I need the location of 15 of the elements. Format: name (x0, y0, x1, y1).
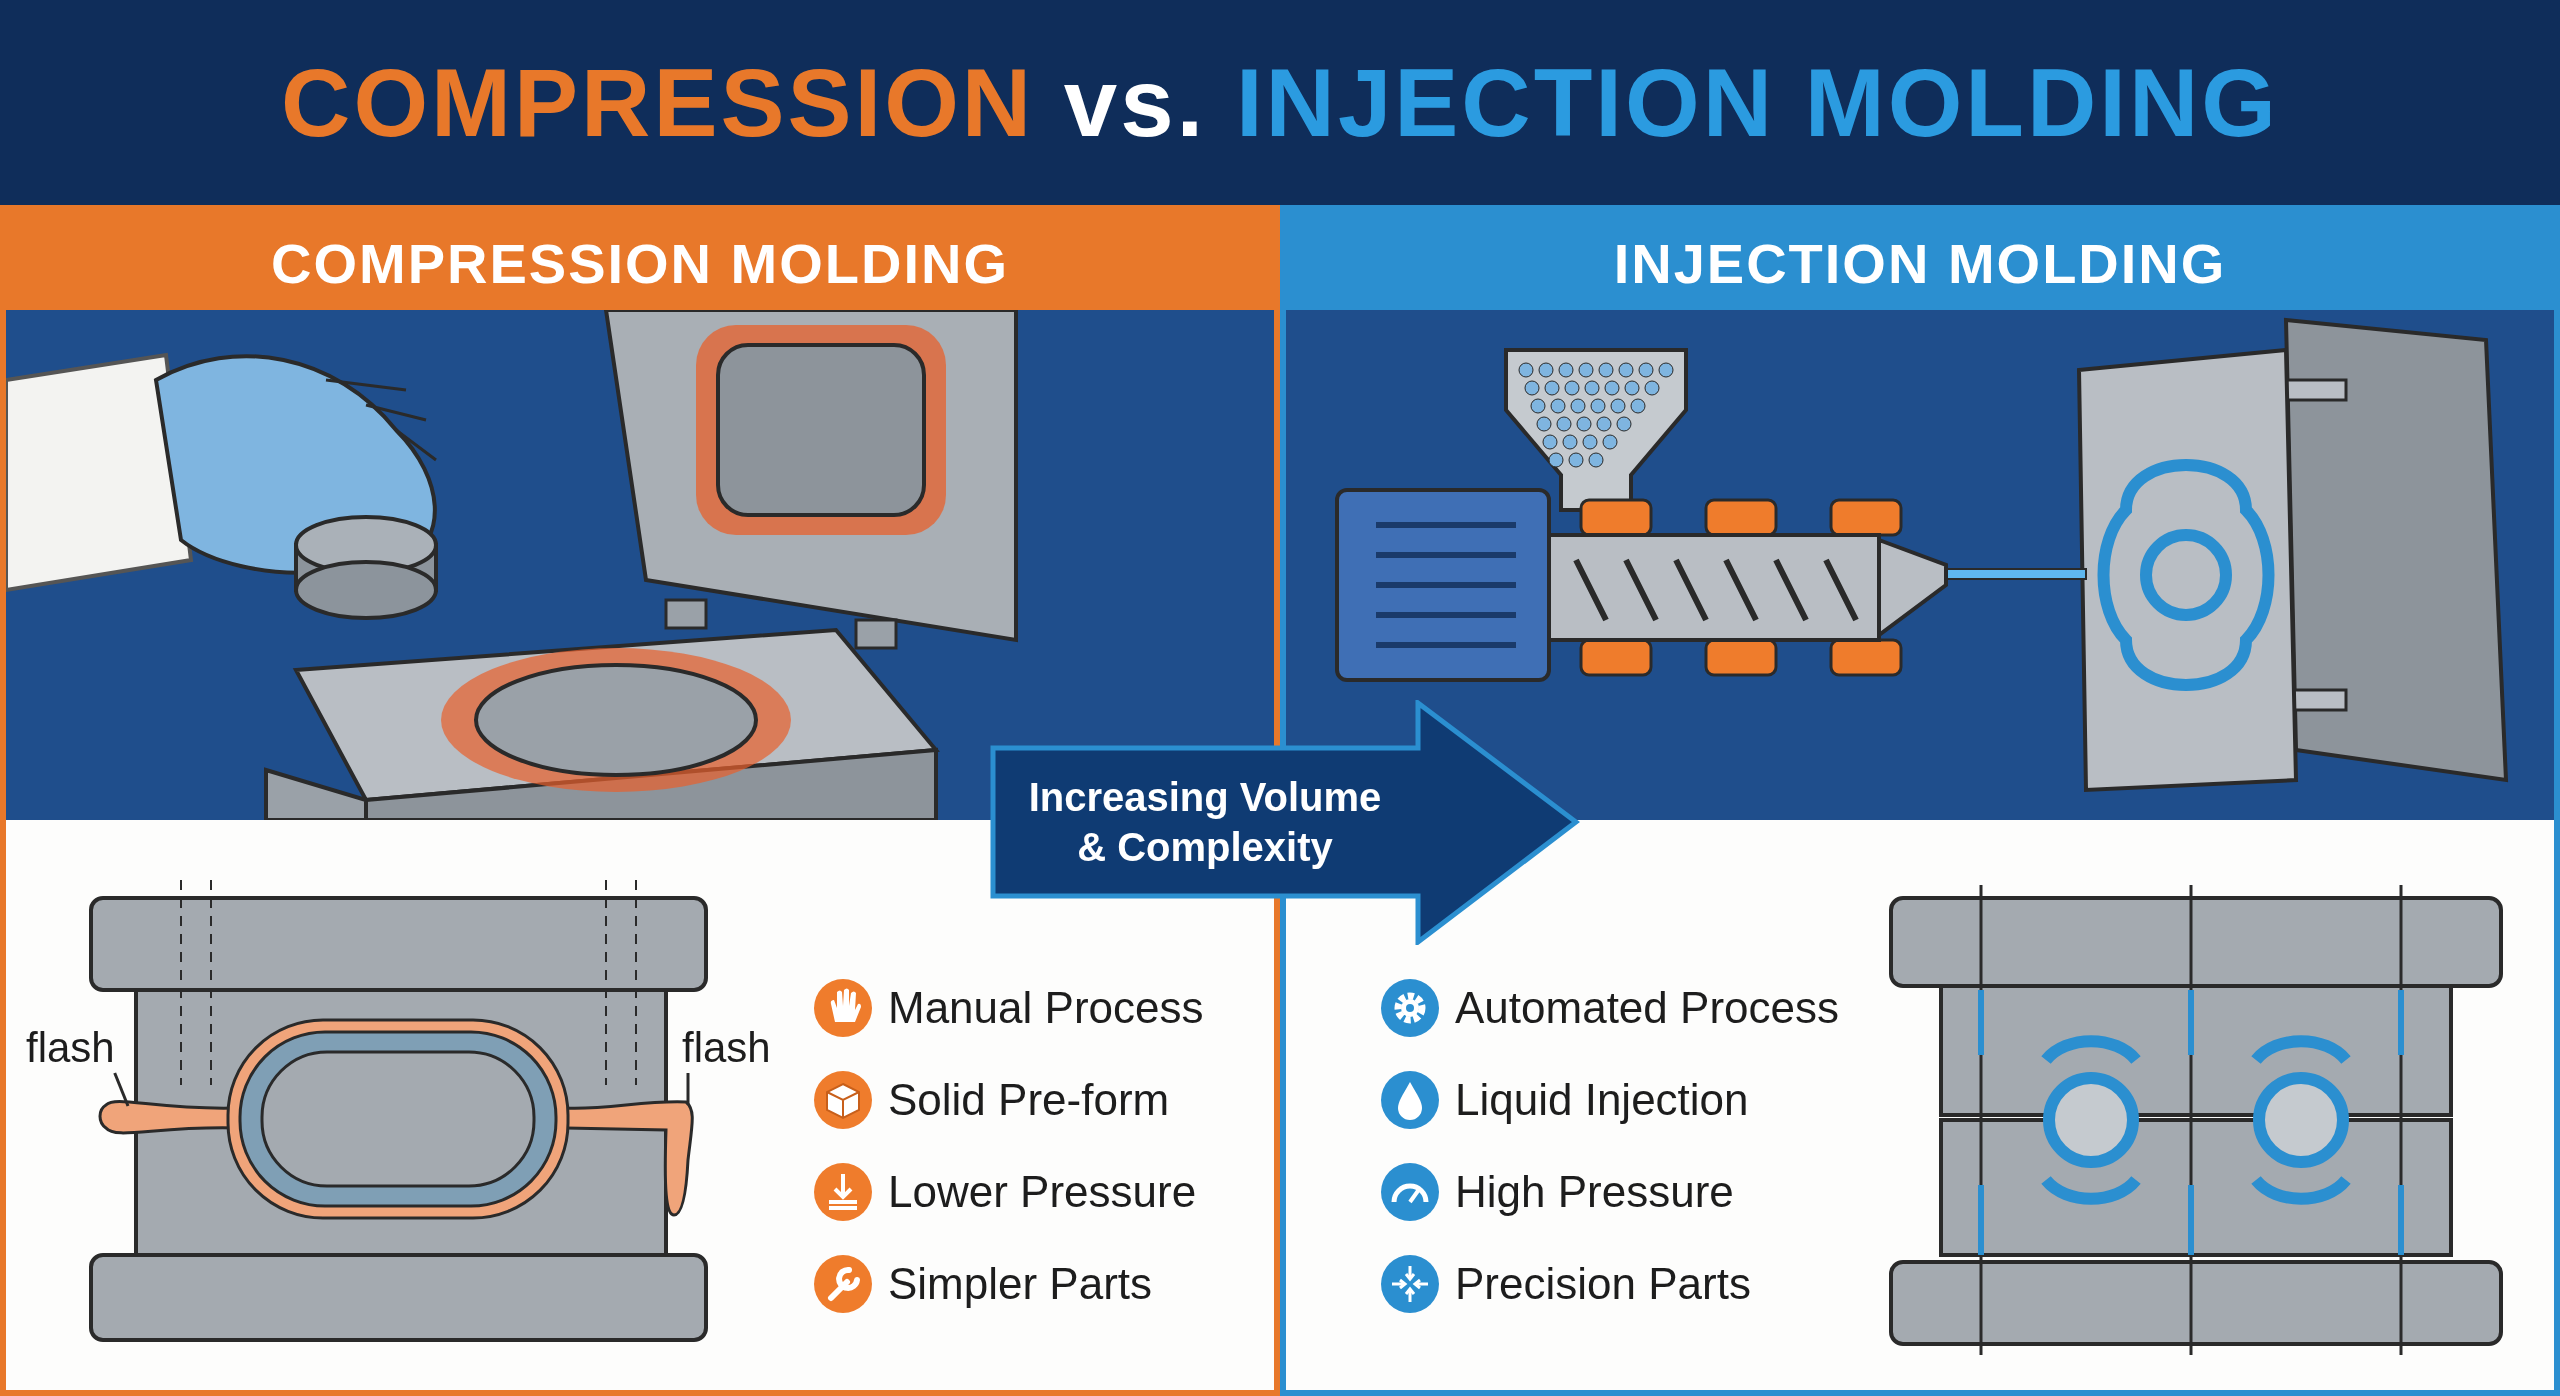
feature-label: Precision Parts (1455, 1258, 1751, 1310)
feature-label: Solid Pre-form (888, 1074, 1170, 1126)
feature-label: High Pressure (1455, 1166, 1734, 1218)
block-arrow (990, 700, 1580, 945)
leader-line (686, 1073, 690, 1104)
feature-label: Automated Process (1455, 982, 1839, 1034)
feature-label: Lower Pressure (888, 1166, 1197, 1218)
feature-label: Liquid Injection (1455, 1074, 1749, 1126)
callout-label: flash (682, 1023, 771, 1073)
feature-label: Manual Process (888, 982, 1204, 1034)
leader-line (113, 1072, 130, 1107)
arrow-label: Increasing Volume & Complexity (1027, 774, 1383, 871)
callout-label: flash (26, 1023, 115, 1073)
title: COMPRESSION vs. INJECTION MOLDING (281, 47, 2279, 158)
feature-label: Simpler Parts (888, 1258, 1153, 1310)
